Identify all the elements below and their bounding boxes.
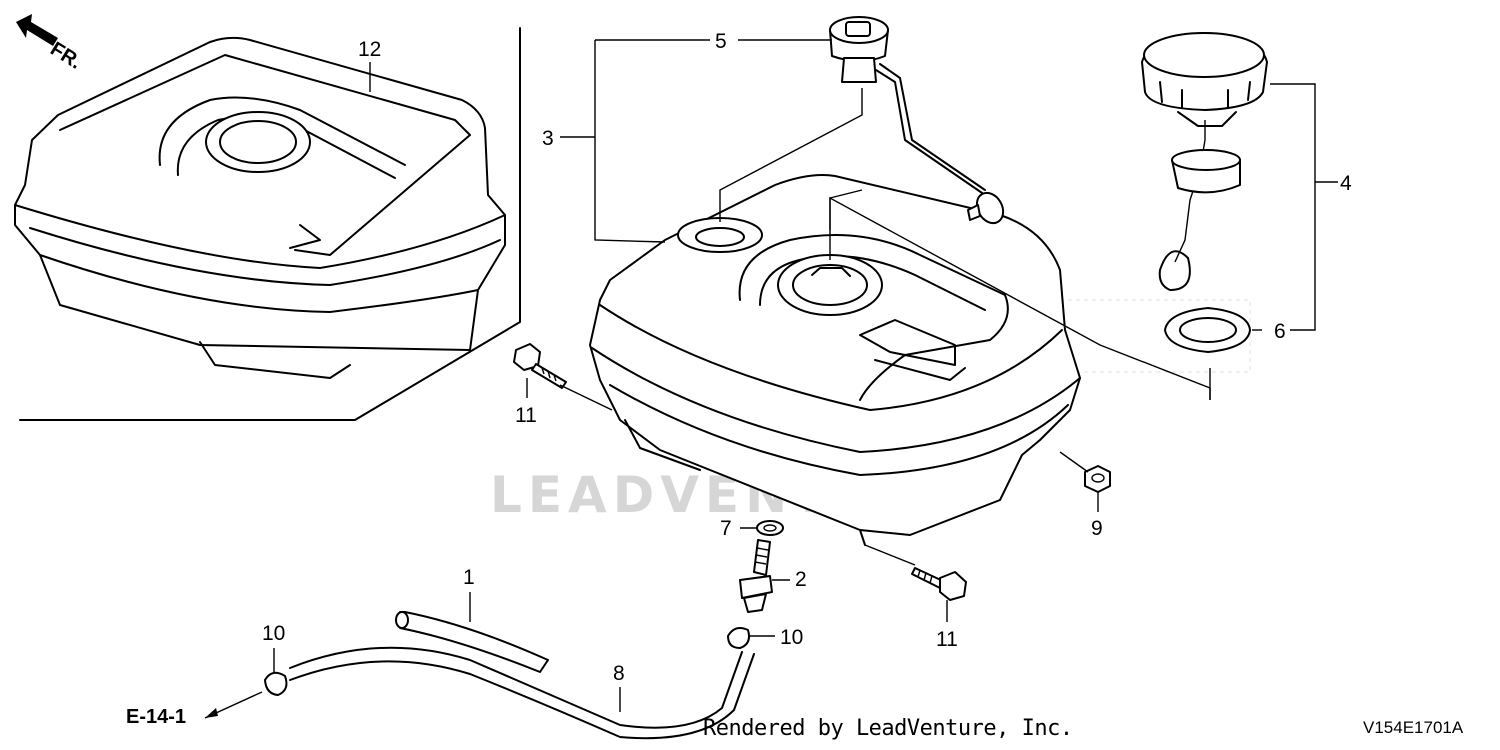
- callout-4: 4: [1340, 172, 1352, 195]
- callout-11-right: 11: [936, 628, 958, 651]
- rendered-by-credit: Rendered by LeadVenture, Inc.: [703, 716, 1073, 741]
- callout-11-left: 11: [515, 404, 537, 427]
- callout-7: 7: [720, 517, 732, 540]
- callout-1: 1: [463, 566, 475, 589]
- hose-clamp-right: [727, 627, 750, 649]
- callout-12: 12: [358, 38, 381, 61]
- fuel-valve: [739, 539, 773, 613]
- fuel-tank-optional: [14, 36, 506, 379]
- leader-lines: [204, 39, 1338, 719]
- callout-9: 9: [1091, 517, 1103, 540]
- callout-8: 8: [613, 662, 625, 685]
- reference-arrow-icon: [205, 708, 218, 718]
- fuel-tank: [589, 174, 1081, 546]
- fuel-hose: [289, 611, 755, 740]
- callout-3: 3: [542, 127, 554, 150]
- cap-gasket: [1164, 307, 1251, 353]
- panel-separator: [19, 27, 521, 421]
- bolt-right: [911, 567, 967, 601]
- callout-6: 6: [1274, 320, 1286, 343]
- callout-10-left: 10: [262, 622, 285, 645]
- bolt-left: [513, 343, 567, 389]
- callout-2: 2: [795, 568, 807, 591]
- figure-code: V154E1701A: [1363, 718, 1464, 737]
- callout-10-right: 10: [780, 626, 803, 649]
- hose-clamp-left: [264, 671, 288, 696]
- washer: [756, 520, 784, 536]
- front-arrow-icon: [16, 14, 58, 46]
- reference-code-link[interactable]: E-14-1: [126, 706, 187, 728]
- nut: [1084, 465, 1111, 493]
- fuel-cap: [1141, 32, 1268, 291]
- callout-5: 5: [715, 30, 727, 53]
- fuel-gauge: [829, 16, 1005, 225]
